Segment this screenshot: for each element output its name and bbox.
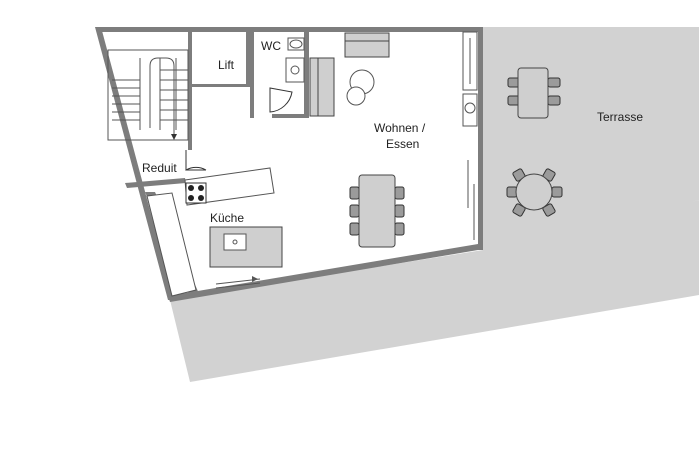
kitchen-counter [146, 167, 275, 297]
sofas [309, 32, 390, 117]
room-label-lift: Lift [218, 58, 235, 72]
room-label-kueche: Küche [210, 211, 244, 225]
wc-fixtures [285, 37, 305, 83]
interior-walls [125, 32, 309, 188]
terrace-table-rect [507, 67, 561, 119]
sliding-door [215, 276, 261, 289]
doors [185, 87, 293, 171]
terrace-table-round [506, 168, 563, 217]
room-label-terrasse: Terrasse [597, 110, 643, 124]
staircase [107, 49, 189, 141]
lower-terrace-area [170, 200, 699, 382]
room-label-essen: Essen [386, 137, 419, 151]
coffee-tables [346, 69, 375, 106]
room-label-wc: WC [261, 39, 281, 53]
kitchen-island [209, 226, 283, 268]
wall-cabinet [462, 31, 478, 240]
room-label-wohnen: Wohnen / [374, 121, 426, 135]
dining-table [349, 174, 405, 248]
room-label-reduit: Reduit [142, 161, 177, 175]
